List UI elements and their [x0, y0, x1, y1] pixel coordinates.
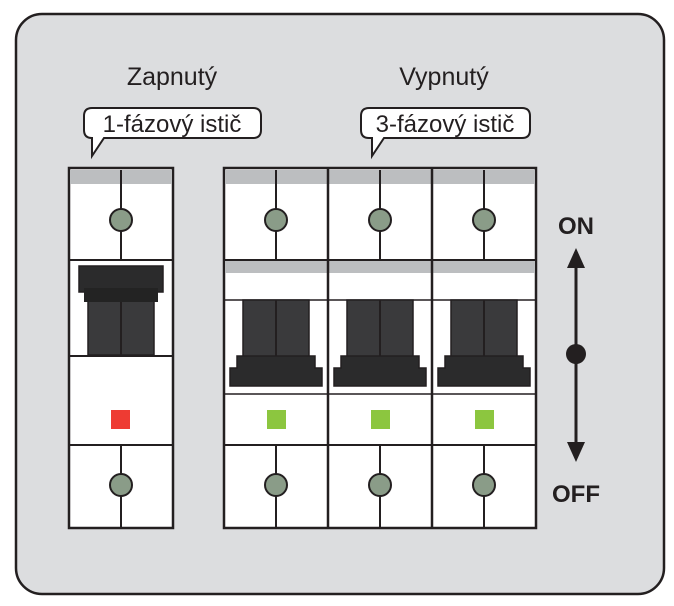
breaker-3-type-label: 3-fázový istič [376, 111, 515, 138]
breaker-1-phase [67, 166, 175, 530]
breaker-1-type-label: 1-fázový istič [103, 111, 242, 138]
breaker-1-callout [83, 107, 262, 160]
pole-3-bottom-terminal-icon [472, 473, 496, 497]
pole-2-indicator [371, 410, 390, 429]
arrow-down-icon [567, 442, 585, 462]
on-off-scale: ON OFF [552, 213, 600, 508]
pole-2-bottom-terminal-icon [368, 473, 392, 497]
pole-3-top-terminal-icon [472, 208, 496, 232]
breaker-1-bottom-terminal-icon [109, 473, 133, 497]
breaker-1-indicator [111, 410, 130, 429]
breaker-3-pole-3 [437, 170, 531, 528]
scale-midpoint-icon [566, 344, 586, 364]
breaker-3-pole-2 [333, 170, 427, 528]
pole-3-indicator [475, 410, 494, 429]
breaker-3-pole-1 [229, 170, 323, 528]
arrow-up-icon [567, 248, 585, 268]
breaker-3-state-label: Vypnutý [399, 63, 489, 91]
off-label: OFF [552, 481, 600, 508]
on-label: ON [558, 213, 594, 240]
pole-2-top-terminal-icon [368, 208, 392, 232]
pole-1-indicator [267, 410, 286, 429]
pole-1-top-terminal-icon [264, 208, 288, 232]
breaker-3-callout [360, 107, 531, 160]
breaker-1-state-label: Zapnutý [127, 63, 218, 91]
breaker-3-phase [222, 166, 538, 530]
pole-1-bottom-terminal-icon [264, 473, 288, 497]
breaker-1-top-terminal-icon [109, 208, 133, 232]
breaker-1-lever [78, 265, 164, 356]
